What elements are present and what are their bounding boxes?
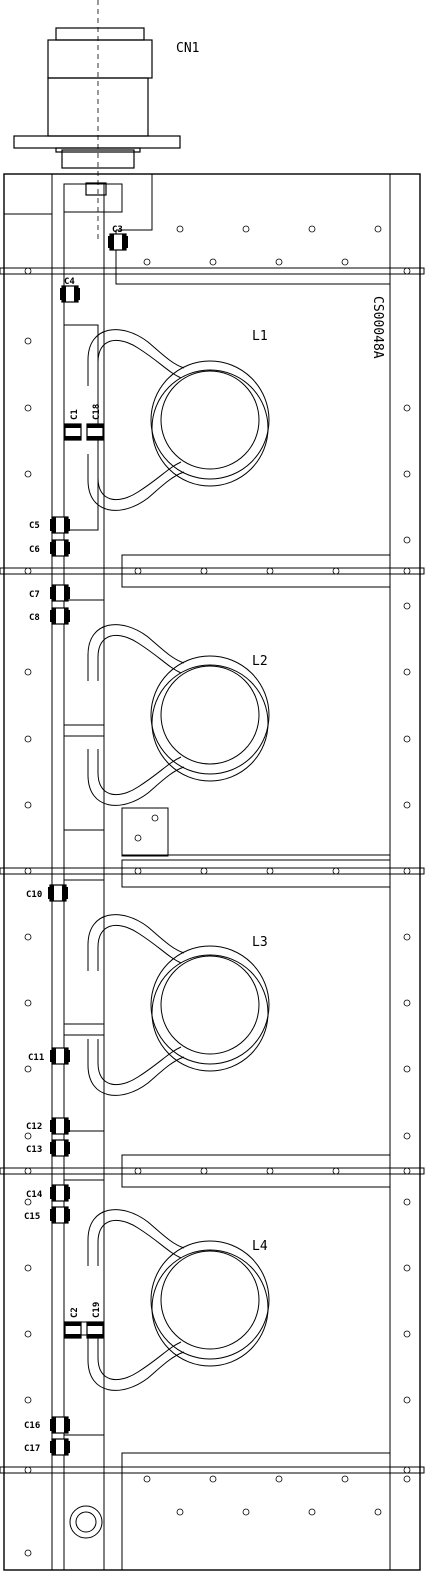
capacitor-label-c15: C15 bbox=[24, 1212, 40, 1222]
capacitor-c18 bbox=[87, 424, 103, 440]
board-outline bbox=[4, 174, 420, 1570]
capacitor-c5 bbox=[50, 517, 70, 533]
capacitor-c16 bbox=[50, 1417, 70, 1433]
capacitor-label-c1: C1 bbox=[70, 409, 80, 420]
capacitor-c12 bbox=[50, 1118, 70, 1134]
capacitor-label-c12: C12 bbox=[26, 1122, 42, 1132]
inductor-l2 bbox=[88, 625, 269, 806]
capacitor-c8 bbox=[50, 608, 70, 624]
capacitor-c10 bbox=[48, 885, 68, 901]
capacitor-label-c4: C4 bbox=[64, 277, 75, 287]
capacitor-c3 bbox=[108, 234, 128, 250]
connector-label: CN1 bbox=[176, 41, 199, 56]
capacitor-label-c2: C2 bbox=[70, 1307, 80, 1318]
capacitor-c17 bbox=[50, 1439, 70, 1455]
capacitor-label-c8: C8 bbox=[29, 613, 40, 623]
capacitor-label-c11: C11 bbox=[28, 1053, 44, 1063]
capacitor-c1 bbox=[65, 424, 81, 440]
capacitor-c6 bbox=[50, 540, 70, 556]
inductor-l1 bbox=[88, 330, 269, 511]
capacitor-label-c18: C18 bbox=[92, 404, 102, 420]
capacitor-label-c3: C3 bbox=[112, 225, 123, 235]
capacitor-c7 bbox=[50, 585, 70, 601]
capacitor-c2 bbox=[65, 1322, 81, 1338]
capacitor-label-c6: C6 bbox=[29, 545, 40, 555]
mounting-holes bbox=[25, 226, 410, 1556]
capacitor-label-c5: C5 bbox=[29, 521, 40, 531]
capacitor-c4 bbox=[60, 286, 80, 302]
part-number: CS00048A bbox=[370, 296, 385, 359]
inductor-l4 bbox=[88, 1210, 269, 1391]
inductor-label-l1: L1 bbox=[252, 329, 268, 344]
capacitor-label-c13: C13 bbox=[26, 1145, 42, 1155]
ground-lug bbox=[70, 1506, 102, 1538]
capacitor-c11 bbox=[50, 1048, 70, 1064]
capacitor-c19 bbox=[87, 1322, 103, 1338]
inductor-label-l4: L4 bbox=[252, 1239, 268, 1254]
inductor-label-l3: L3 bbox=[252, 935, 268, 950]
capacitor-label-c7: C7 bbox=[29, 590, 40, 600]
capacitor-c13 bbox=[50, 1140, 70, 1156]
capacitor-label-c19: C19 bbox=[92, 1302, 102, 1318]
capacitor-label-c10: C10 bbox=[26, 890, 42, 900]
capacitor-c15 bbox=[50, 1207, 70, 1223]
capacitor-c14 bbox=[50, 1185, 70, 1201]
capacitor-label-c17: C17 bbox=[24, 1444, 40, 1454]
connector-cn1 bbox=[14, 28, 180, 195]
inductor-l3 bbox=[88, 915, 269, 1096]
capacitor-label-c16: C16 bbox=[24, 1421, 40, 1431]
capacitor-label-c14: C14 bbox=[26, 1190, 43, 1200]
inductor-label-l2: L2 bbox=[252, 654, 268, 669]
